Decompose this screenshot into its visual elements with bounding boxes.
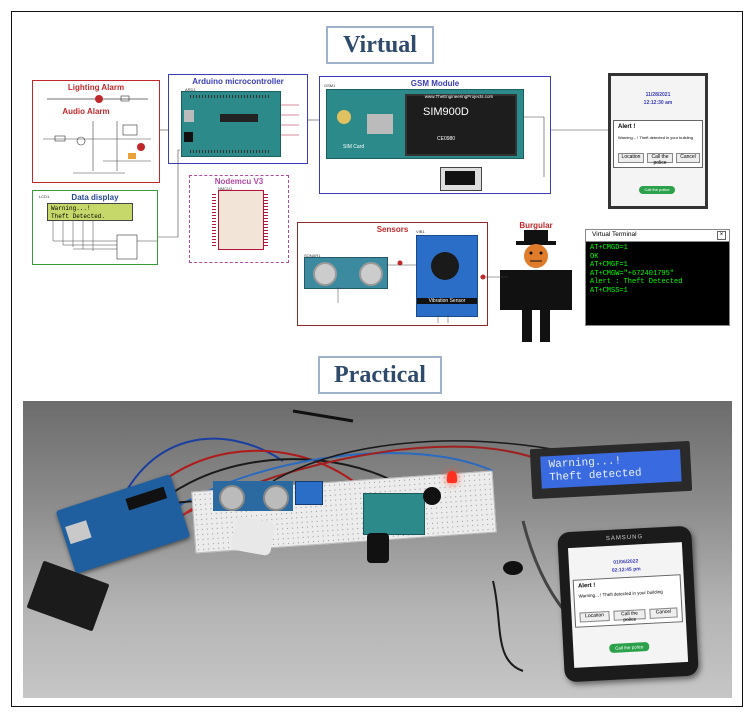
- arduino-title: Arduino microcontroller: [192, 77, 284, 86]
- vibration-ref: VIB1: [416, 229, 425, 234]
- led-photo: [447, 471, 457, 483]
- practical-photo: Warning...! Theft detected SAMSUNG 01/06…: [23, 401, 732, 698]
- terminal-line: AT+CMGW="+672401795": [590, 269, 675, 278]
- virtual-phone: 11/28/2021 12:12:30 am Alert ! Warning..…: [608, 73, 708, 209]
- schematic-lcd-line2: Theft Detected.: [51, 213, 106, 220]
- lcd-photo-screen: Warning...! Theft detected: [540, 449, 682, 489]
- gsm-antenna-connector: [337, 110, 351, 124]
- ultrasonic-sensor: [304, 257, 388, 289]
- virtual-phone-date: 11/28/2021: [645, 92, 671, 98]
- lcd-photo: Warning...! Theft detected: [529, 440, 693, 500]
- terminal-line: OK: [590, 252, 599, 261]
- capacitor-photo: [367, 533, 389, 563]
- gsm-model: CE0980: [437, 136, 456, 142]
- nodemcu-chip: [218, 190, 264, 250]
- virtual-section-title: Virtual: [326, 26, 434, 64]
- arduino-board: [181, 91, 281, 157]
- real-alert-message: Warning... ! Theft detected in your buil…: [578, 589, 663, 599]
- sensors-title: Sensors: [376, 225, 409, 234]
- vibration-sensor: Vibration Sensor: [416, 235, 478, 317]
- terminal-close-icon[interactable]: ×: [717, 231, 726, 240]
- real-phone: SAMSUNG 01/06/2022 02:12:45 pm Alert ! W…: [557, 525, 699, 683]
- schematic-lcd: Warning...! Theft Detected.: [47, 203, 133, 221]
- virtual-phone-time: 12:12:30 am: [643, 100, 673, 106]
- gsm-title: GSM Module: [410, 79, 460, 88]
- real-cancel-button[interactable]: Cancel: [649, 607, 678, 619]
- alarm-circuit: [43, 95, 151, 174]
- terminal-line: AT+CMGD=1: [590, 244, 628, 252]
- real-bottom-call-button[interactable]: Call the police: [609, 641, 650, 654]
- sonar-ref: SONAR1: [304, 253, 321, 258]
- virtual-location-button[interactable]: Location: [618, 153, 644, 163]
- terminal-line: AT+CMSS=1: [590, 286, 628, 295]
- gsm-url: www.TheEngineeringProjects.com: [424, 94, 494, 99]
- real-alert-title: Alert !: [577, 582, 596, 590]
- sim-card-label: SIM Card: [343, 144, 365, 150]
- virtual-alert-message: Warning... ! Theft detected in your buil…: [618, 135, 693, 140]
- nodemcu-ref: NMCU1: [218, 186, 233, 191]
- buzzer-photo: [423, 487, 441, 505]
- real-alert-dialog: Alert ! Warning... ! Theft detected in y…: [572, 574, 684, 628]
- arduino-ref: ARD1: [185, 87, 196, 92]
- gsm-ref: GSM1: [324, 83, 336, 88]
- sensor-led-icon: [480, 274, 486, 280]
- gsm-photo: [363, 493, 425, 535]
- virtual-terminal-title: Virtual Terminal: [592, 231, 637, 238]
- buzzer-icon: [137, 143, 145, 151]
- virtual-alert-dialog: Alert ! Warning... ! Theft detected in y…: [613, 120, 703, 168]
- terminal-line: AT+CMGF=1: [590, 261, 628, 269]
- gsm-chip-label: SIM900D: [423, 106, 469, 118]
- virtual-alert-title: Alert !: [618, 124, 636, 130]
- lcd-ref: LCD1: [39, 194, 50, 199]
- lighting-alarm-title: Lighting Alarm: [67, 83, 125, 92]
- real-location-button[interactable]: Location: [579, 610, 610, 623]
- vibration-photo: [295, 481, 323, 505]
- data-display-title: Data display: [71, 193, 119, 202]
- lamp-icon: [95, 95, 103, 103]
- real-call-police-button[interactable]: Call the police: [613, 609, 646, 623]
- cable-photo: [503, 561, 523, 575]
- virtual-call-police-button[interactable]: Call the police: [647, 153, 673, 166]
- burglar-figure: [500, 230, 572, 342]
- virtual-bottom-call-button[interactable]: Call the police: [639, 186, 675, 194]
- alarm-panel: Lighting Alarm Audio Alarm: [32, 80, 160, 183]
- motor-photo: [230, 515, 276, 557]
- figure-frame: [11, 11, 743, 707]
- practical-section-title: Practical: [318, 356, 442, 394]
- ultrasonic-photo: [213, 481, 293, 511]
- nodemcu-panel: Nodemcu V3 NMCU1: [189, 175, 289, 263]
- virtual-cancel-button[interactable]: Cancel: [676, 153, 700, 163]
- nodemcu-title: Nodemcu V3: [214, 177, 264, 186]
- terminal-line: Alert : Theft Detected: [590, 278, 683, 286]
- burglar-title: Burgular: [519, 221, 553, 230]
- gsm-panel: GSM Module GSM1 www.TheEngineeringProjec…: [319, 76, 551, 194]
- gsm-mini-terminal: [440, 167, 482, 191]
- data-display-panel: Data display LCD1 Warning...! Theft Dete…: [32, 190, 158, 265]
- schematic-lcd-line1: Warning...!: [51, 205, 91, 212]
- vibration-sensor-label: Vibration Sensor: [417, 298, 477, 304]
- audio-alarm-title: Audio Alarm: [62, 107, 110, 116]
- arduino-panel: Arduino microcontroller ARD1: [168, 74, 308, 164]
- virtual-terminal-titlebar: Virtual Terminal ×: [586, 230, 729, 242]
- gsm-board: www.TheEngineeringProjects.com SIM900D C…: [326, 89, 524, 159]
- sensors-panel: Sensors SONAR1 VIB1 Vibration Sensor: [297, 222, 488, 326]
